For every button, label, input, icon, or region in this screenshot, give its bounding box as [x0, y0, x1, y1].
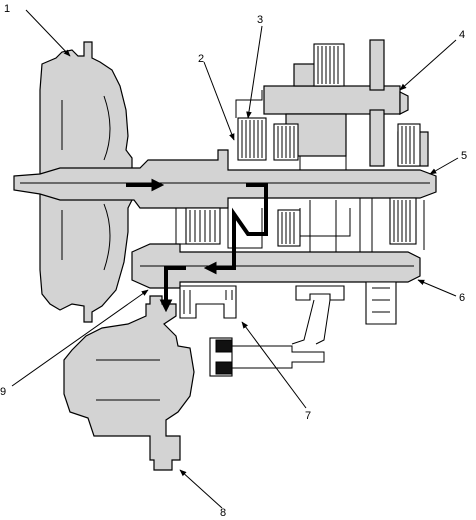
leader-9 — [11, 289, 149, 387]
leader-1 — [25, 9, 71, 57]
mainshaft — [13, 149, 437, 209]
callout-7: 7 — [305, 410, 311, 422]
callout-4: 4 — [459, 29, 465, 41]
power-flow-transfer-path — [203, 183, 268, 275]
callout-1: 1 — [4, 3, 10, 15]
callout-8: 8 — [220, 507, 226, 519]
clutch-packs — [185, 43, 421, 247]
leader-2 — [203, 61, 235, 141]
callout-2: 2 — [198, 53, 204, 65]
differential — [63, 295, 195, 471]
leader-7 — [241, 321, 307, 409]
parking-mechanism — [209, 337, 325, 377]
lower-assembly — [179, 281, 397, 345]
leader-6 — [417, 279, 457, 297]
callout-6: 6 — [459, 292, 465, 304]
callout-leaders — [11, 9, 459, 509]
power-flow-path — [126, 178, 268, 313]
callout-9: 9 — [0, 386, 6, 398]
clutch-pack-lower-mid — [277, 209, 301, 247]
callout-5: 5 — [461, 150, 467, 162]
clutch-pack-upper-mid — [273, 123, 299, 161]
power-flow-output-path — [159, 266, 186, 313]
clutch-pack-lower-right — [389, 197, 417, 245]
leader-5 — [429, 157, 459, 175]
leader-8 — [179, 469, 223, 509]
clutch-pack-lower-left — [185, 207, 221, 245]
leader-4 — [399, 39, 457, 91]
callout-labels: 1 2 3 4 5 6 7 8 9 — [0, 3, 467, 519]
gear-hubs — [175, 90, 425, 253]
clutch-pack-top — [313, 43, 345, 87]
clutch-pack-upper-left — [237, 117, 267, 161]
clutch-pack-right-upper — [397, 123, 421, 167]
callout-3: 3 — [257, 14, 263, 26]
leader-3 — [246, 25, 263, 119]
